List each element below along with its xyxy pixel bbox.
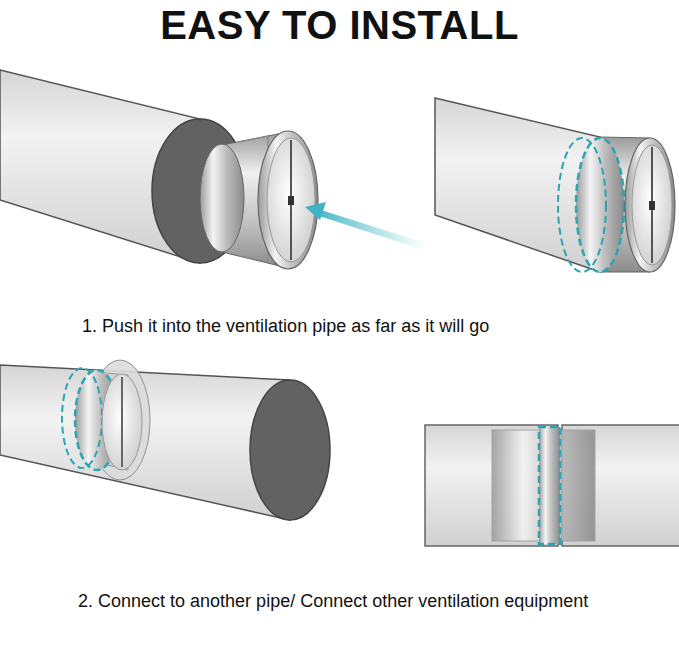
page-title: EASY TO INSTALL <box>0 2 679 48</box>
pipe-joint <box>425 425 679 546</box>
pipe-step-1 <box>0 70 428 269</box>
pipe-step-2 <box>0 360 330 520</box>
pipe-step-1b <box>435 98 675 272</box>
step-caption: 2. Connect to another pipe/ Connect othe… <box>78 587 623 615</box>
step-caption: 1. Push it into the ventilation pipe as … <box>82 312 672 340</box>
